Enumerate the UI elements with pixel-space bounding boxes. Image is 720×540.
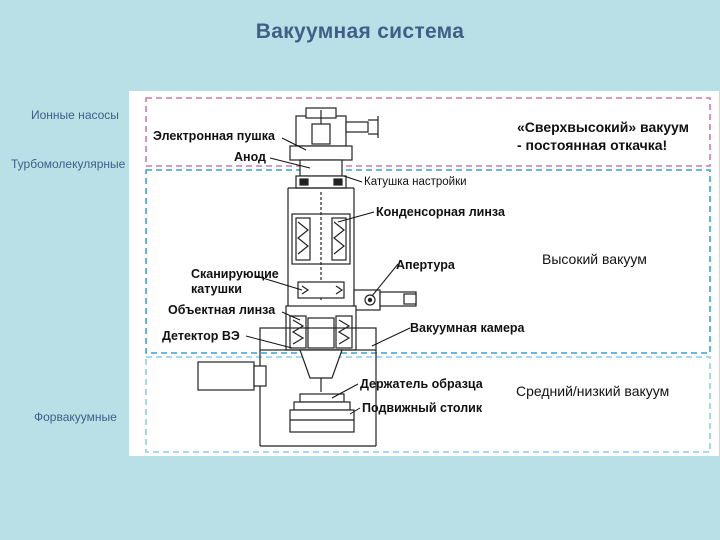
label-anode: Анод xyxy=(234,150,266,164)
label-objective-lens: Объектная линза xyxy=(168,303,276,317)
diagram-panel xyxy=(129,91,719,456)
label-low-vacuum: Средний/низкий вакуум xyxy=(516,383,669,399)
label-moving-stage: Подвижный столик xyxy=(362,401,483,415)
label-vacuum-chamber: Вакуумная камера xyxy=(410,321,526,335)
slide-title: Вакуумная система xyxy=(255,20,465,43)
label-scan-coils-2: катушки xyxy=(191,282,242,296)
label-scan-coils-1: Сканирующие xyxy=(191,267,279,281)
label-high-vacuum: Высокий вакуум xyxy=(542,251,647,267)
label-condenser-lens: Конденсорная линза xyxy=(376,205,506,219)
label-electron-gun: Электронная пушка xyxy=(153,129,276,143)
label-turbo-pumps: Турбомолекулярные xyxy=(11,157,126,171)
label-tuning-coil: Катушка настройки xyxy=(364,176,467,188)
label-aperture: Апертура xyxy=(396,258,456,272)
low-vacuum-zone-box xyxy=(145,356,711,453)
uhv-zone-box xyxy=(145,97,711,167)
label-fore-pumps: Форвакуумные xyxy=(34,410,117,424)
microscope-column xyxy=(197,107,417,447)
leader-lines xyxy=(245,137,411,415)
label-sample-holder: Держатель образца xyxy=(360,377,484,391)
label-se-detector: Детектор ВЭ xyxy=(162,329,240,343)
label-uhv-line2: - постоянная откачка! xyxy=(517,137,667,153)
high-vacuum-zone-box xyxy=(145,169,711,354)
label-ion-pumps: Ионные насосы xyxy=(31,108,119,122)
label-uhv-line1: «Сверхвысокий» вакуум xyxy=(517,119,689,135)
